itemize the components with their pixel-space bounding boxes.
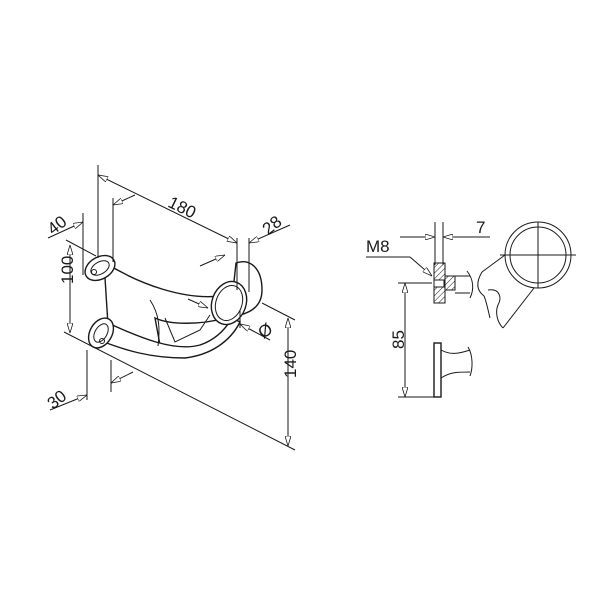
dimension-lines <box>47 165 296 451</box>
bracket-body <box>84 254 263 359</box>
dim-m8-label: M8 <box>366 237 390 256</box>
dim-28-label: 28 <box>259 212 286 239</box>
dim-140-label: 140 <box>281 350 300 378</box>
side-view: M8 7 85 <box>366 218 576 398</box>
isometric-view: 180 28 40 100 30 140 Ø <box>44 165 300 451</box>
dim-180-label: 180 <box>165 193 199 223</box>
dim-30-label: 30 <box>44 386 71 413</box>
dim-7-label: 7 <box>476 218 485 237</box>
lower-plate <box>433 342 442 398</box>
dim-85-label: 85 <box>389 330 408 349</box>
diameter-symbol: Ø <box>254 319 276 342</box>
dim-100-label: 100 <box>58 256 77 284</box>
dim-40-label: 40 <box>44 212 71 239</box>
